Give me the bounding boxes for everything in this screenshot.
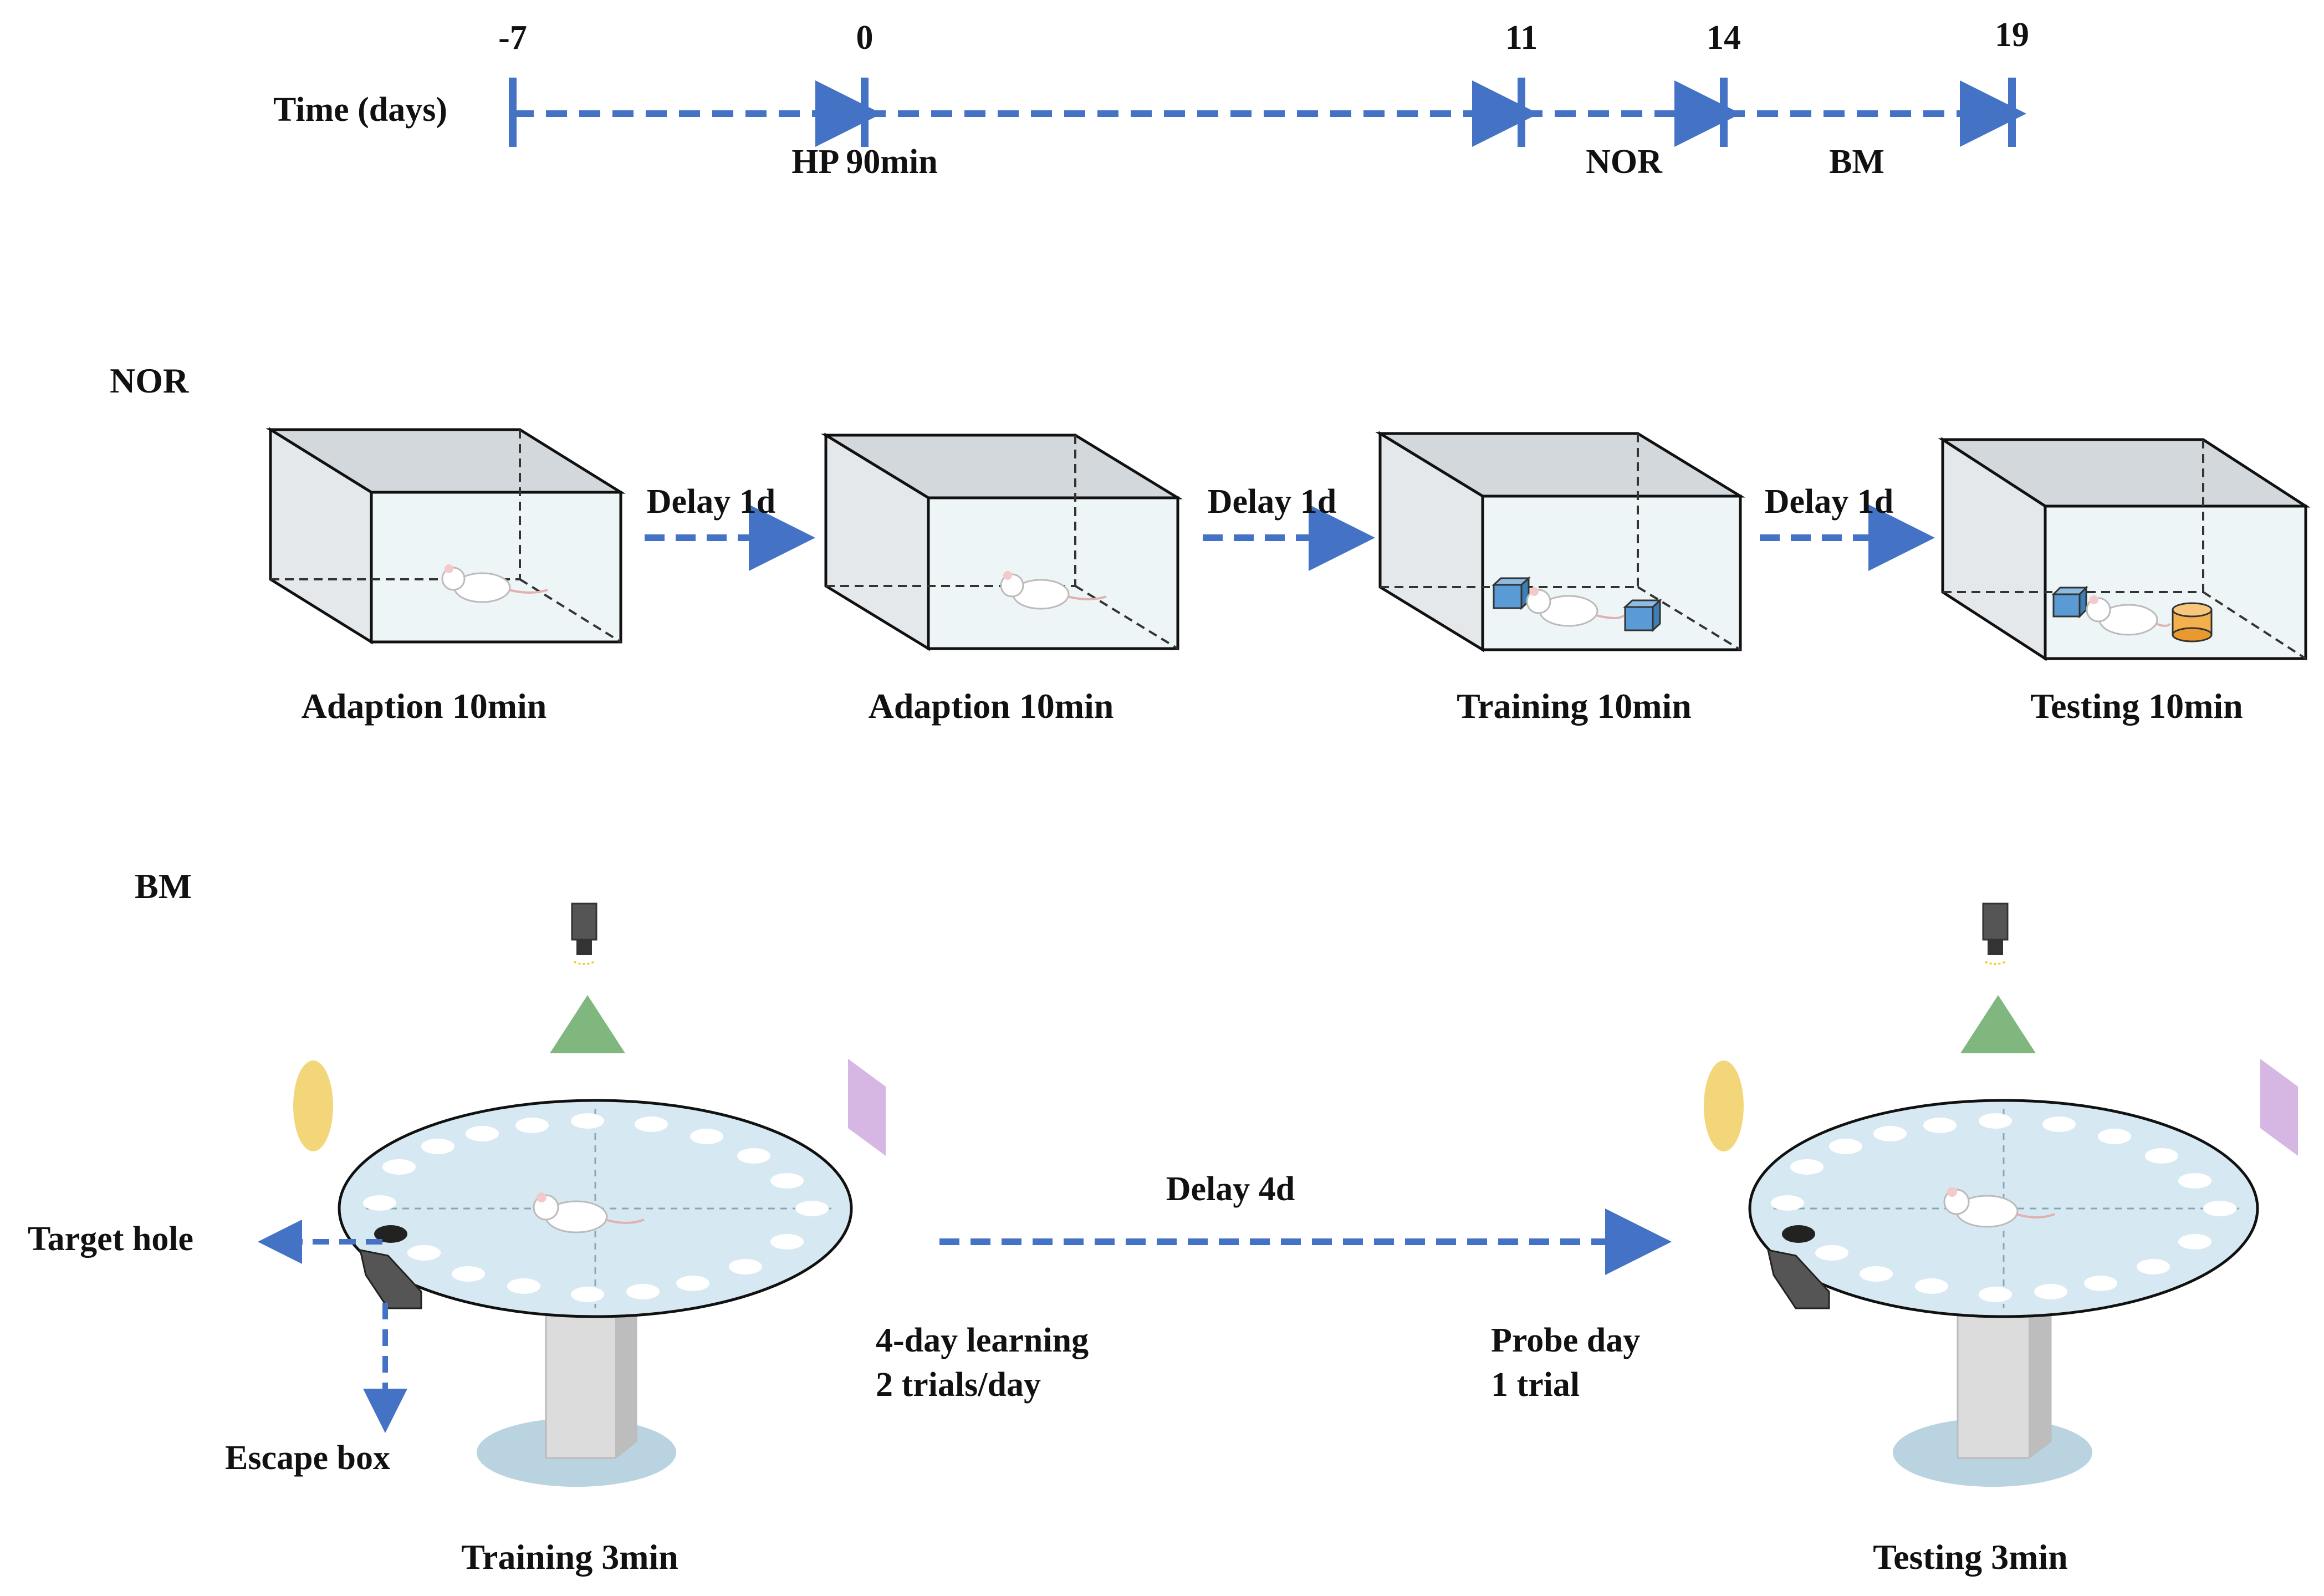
timeline-tick-label: 0 (856, 19, 874, 57)
bm-learning-line2: 2 trials/day (876, 1366, 1041, 1404)
timeline-tick-label: 11 (1505, 19, 1538, 57)
target-hole (374, 1225, 407, 1243)
maze-holes (1771, 1113, 2236, 1302)
bm-training-label: Training 3min (461, 1537, 678, 1577)
barnes-maze-training (293, 902, 886, 1487)
square-cue-icon (2260, 1059, 2298, 1156)
nor-stage-label: Adaption 10min (302, 686, 547, 726)
target-hole (1782, 1225, 1815, 1243)
nor-arena-1 (265, 427, 626, 645)
oval-cue-icon (1704, 1060, 1744, 1151)
cube-object (2051, 585, 2088, 619)
timeline-axis-label: Time (days) (273, 91, 447, 129)
cylinder-object (2172, 602, 2213, 643)
nor-stage-label: Adaption 10min (869, 686, 1114, 726)
mouse-icon (1526, 587, 1625, 627)
camera-icon (571, 902, 597, 965)
timeline-phase-label: NOR (1586, 143, 1663, 181)
mouse-icon (2086, 595, 2171, 636)
nor-section-label: NOR (110, 361, 189, 400)
nor-delay-label: Delay 1d (647, 483, 776, 521)
timeline: Time (days) -7 0 11 14 19 HP 90min NOR B… (273, 16, 2029, 181)
escape-box-label: Escape box (225, 1439, 390, 1477)
barnes-maze-testing (1704, 902, 2298, 1487)
timeline-tick-label: 19 (1995, 16, 2029, 54)
timeline-phase-label: BM (1829, 143, 1884, 181)
timeline-tick-label: 14 (1707, 19, 1741, 57)
bm-learning-line1: 4-day learning (876, 1322, 1089, 1359)
bm-testing-label: Testing 3min (1873, 1537, 2068, 1577)
camera-icon (1982, 902, 2009, 965)
bm-delay-label: Delay 4d (1166, 1170, 1295, 1208)
nor-arena-2 (821, 432, 1183, 651)
bm-probe-line1: Probe day (1491, 1322, 1640, 1359)
cube-object (1492, 576, 1531, 610)
cube-object (1623, 598, 1662, 633)
mouse-icon (533, 1192, 645, 1233)
square-cue-icon (848, 1059, 886, 1156)
nor-delay-label: Delay 1d (1208, 483, 1337, 521)
target-hole-label: Target hole (28, 1220, 193, 1258)
mouse-icon (1000, 571, 1107, 610)
bm-probe-line2: 1 trial (1491, 1366, 1580, 1404)
mouse-icon (1943, 1187, 2055, 1228)
nor-stage-label: Testing 10min (2030, 686, 2243, 726)
timeline-tick-label: -7 (498, 19, 527, 57)
nor-delay-label: Delay 1d (1765, 483, 1894, 521)
nor-arena-4 (1938, 437, 2311, 661)
nor-stage-label: Training 10min (1457, 686, 1692, 726)
triangle-cue-icon (550, 995, 625, 1053)
triangle-cue-icon (1960, 995, 2036, 1053)
oval-cue-icon (293, 1060, 333, 1151)
bm-section-label: BM (135, 866, 192, 906)
nor-arena-3 (1375, 431, 1745, 652)
escape-box (359, 1249, 422, 1309)
maze-holes (363, 1113, 829, 1302)
timeline-phase-label: HP 90min (791, 143, 938, 181)
mouse-icon (441, 564, 548, 603)
escape-box (1767, 1249, 1830, 1309)
